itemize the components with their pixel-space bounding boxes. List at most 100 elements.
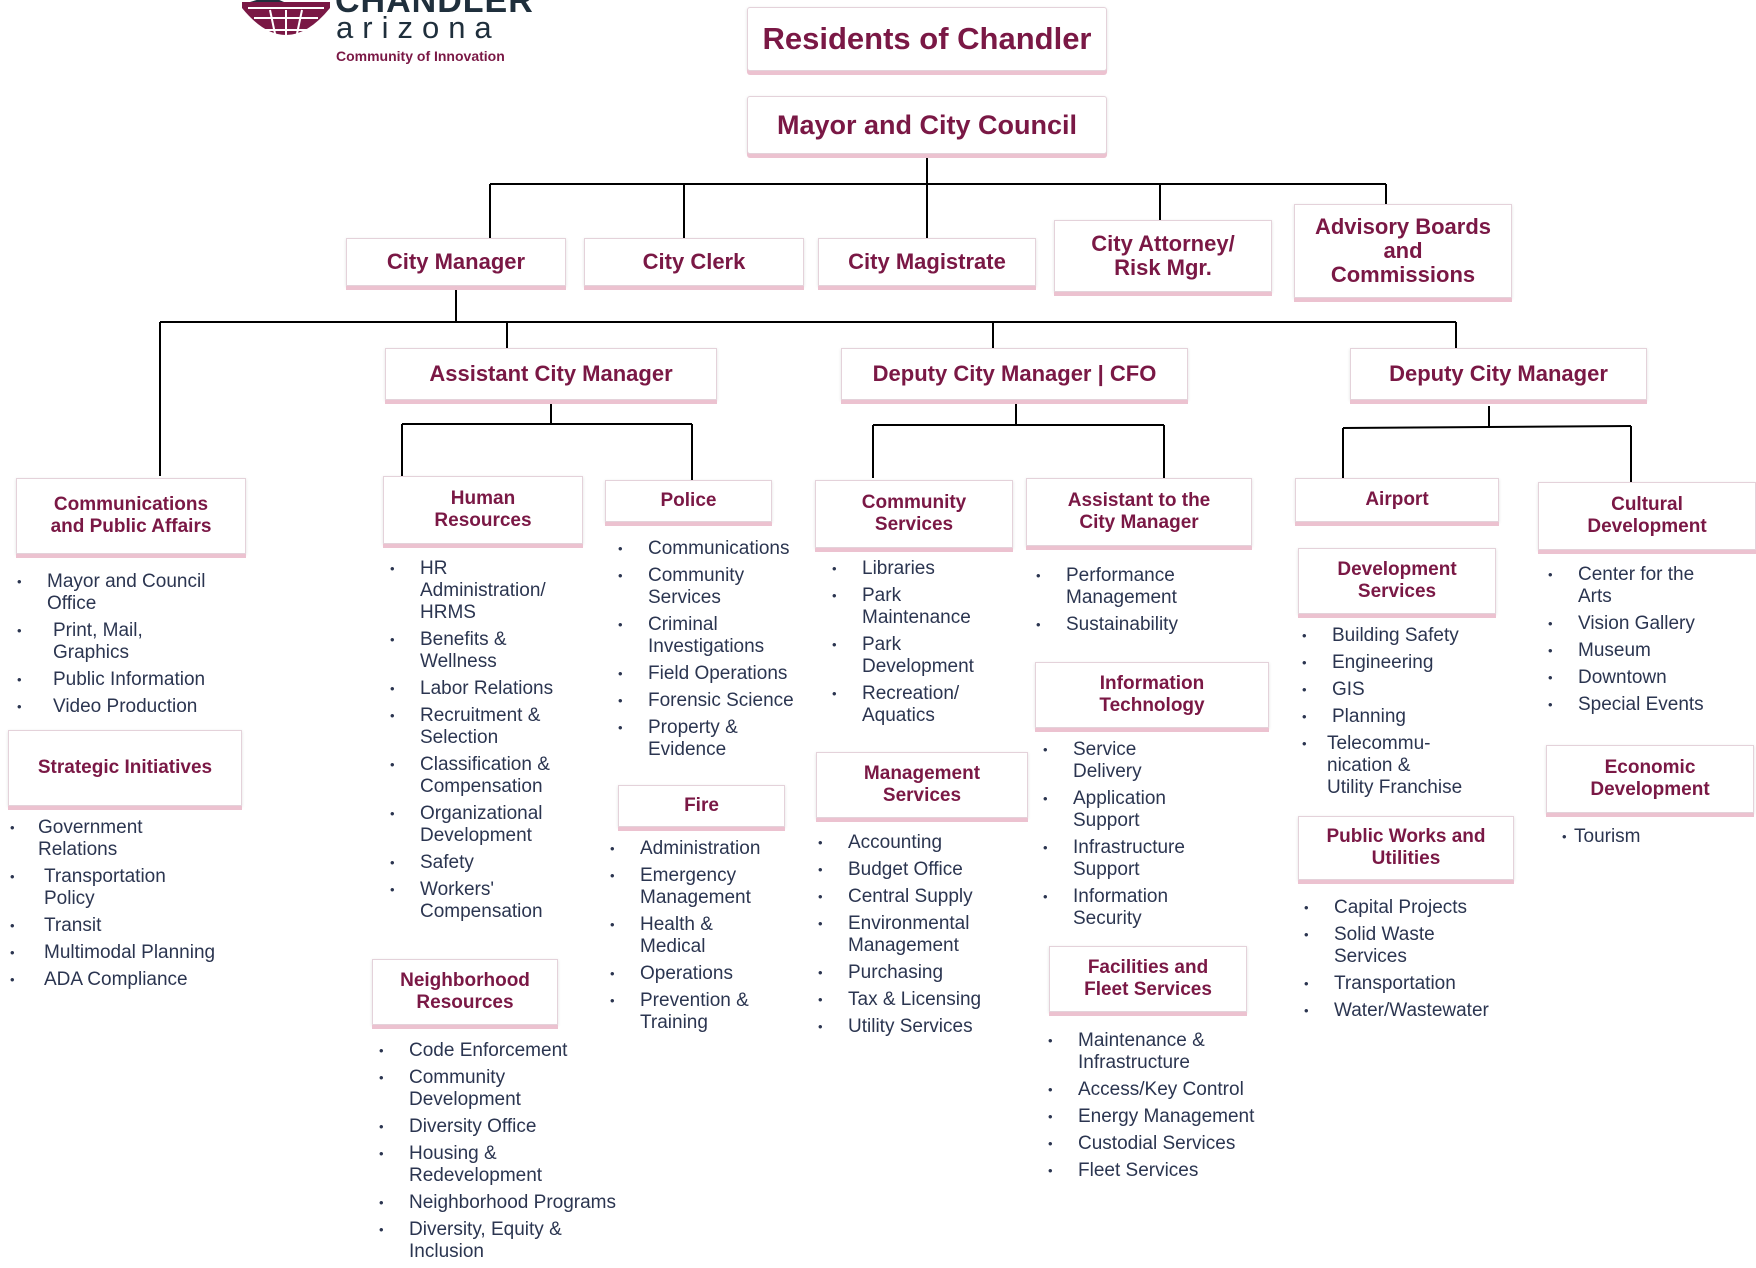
box-advisory-boards: Advisory Boards and Commissions — [1294, 204, 1512, 298]
box-communications-label: Communications and Public Affairs — [50, 493, 212, 537]
box-advisory-boards-label: Advisory Boards and Commissions — [1314, 213, 1492, 288]
list-strategic-initiatives: Government Relations Transportation Poli… — [6, 817, 236, 996]
list-item: Park Development — [828, 634, 1008, 678]
list-item: Forensic Science — [614, 690, 804, 712]
box-assistant-to-city-manager-label: Assistant to the City Manager — [1067, 489, 1211, 533]
list-item: Capital Projects — [1300, 897, 1530, 919]
list-item: Tax & Licensing — [814, 989, 1014, 1011]
list-item: Planning — [1298, 706, 1518, 728]
box-information-technology-label: Information Technology — [1099, 672, 1205, 716]
list-item: Transportation — [1300, 973, 1530, 995]
box-city-magistrate: City Magistrate — [818, 238, 1036, 286]
list-item: Workers' Compensation — [386, 879, 586, 923]
list-item: Property & Evidence — [614, 717, 804, 761]
box-city-clerk-label: City Clerk — [642, 248, 746, 274]
list-item: Telecommu- nication & Utility Franchise — [1298, 733, 1518, 799]
list-item: Mayor and Council Office — [13, 571, 243, 615]
box-airport-label: Airport — [1365, 488, 1429, 510]
list-item: Utility Services — [814, 1016, 1014, 1038]
list-item: Custodial Services — [1044, 1133, 1274, 1155]
box-assistant-city-manager: Assistant City Manager — [385, 348, 717, 400]
list-item: Communications — [614, 538, 804, 560]
list-information-technology: Service Delivery Application Support Inf… — [1039, 739, 1239, 935]
box-economic-development: Economic Development — [1546, 745, 1754, 813]
box-strategic-initiatives: Strategic Initiatives — [8, 730, 242, 806]
list-item: Special Events — [1544, 694, 1744, 716]
list-item: Neighborhood Programs — [375, 1192, 635, 1214]
list-item: Emergency Management — [606, 865, 796, 909]
list-item: Benefits & Wellness — [386, 629, 586, 673]
box-airport: Airport — [1295, 478, 1499, 522]
box-city-attorney: City Attorney/ Risk Mgr. — [1054, 220, 1272, 292]
box-facilities-fleet-label: Facilities and Fleet Services — [1084, 956, 1212, 1000]
list-item: Safety — [386, 852, 586, 874]
box-fire: Fire — [618, 785, 785, 827]
list-item: Water/Wastewater — [1300, 1000, 1530, 1022]
chandler-logo: CHANDLER arizona Community of Innovation — [240, 0, 540, 70]
list-police: Communications Community Services Crimin… — [614, 538, 804, 766]
box-assistant-city-manager-label: Assistant City Manager — [429, 360, 673, 386]
logo-state: arizona — [336, 10, 501, 45]
list-item: Park Maintenance — [828, 585, 1008, 629]
list-item: Downtown — [1544, 667, 1744, 689]
list-item: Diversity Office — [375, 1116, 635, 1138]
chandler-logo-mark-icon — [242, 0, 330, 52]
box-community-services: Community Services — [815, 480, 1013, 548]
box-neighborhood-resources-label: Neighborhood Resources — [400, 969, 530, 1013]
list-item: Operations — [606, 963, 796, 985]
list-item: Engineering — [1298, 652, 1518, 674]
box-city-attorney-label: City Attorney/ Risk Mgr. — [1091, 230, 1235, 280]
list-item: Community Services — [614, 565, 804, 609]
box-human-resources-label: Human Resources — [434, 487, 532, 531]
list-human-resources: HR Administration/ HRMS Benefits & Welln… — [386, 558, 586, 928]
box-deputy-city-manager-cfo: Deputy City Manager | CFO — [841, 348, 1188, 400]
list-item: Central Supply — [814, 886, 1014, 908]
list-item: Prevention & Training — [606, 990, 796, 1034]
box-city-manager-label: City Manager — [386, 248, 526, 274]
box-economic-development-label: Economic Development — [1590, 756, 1710, 800]
list-item: Community Development — [375, 1067, 635, 1111]
list-item: Recreation/ Aquatics — [828, 683, 1008, 727]
list-item: Energy Management — [1044, 1106, 1274, 1128]
list-item: Access/Key Control — [1044, 1079, 1274, 1101]
list-item: Public Information — [13, 669, 243, 691]
box-neighborhood-resources: Neighborhood Resources — [372, 959, 558, 1025]
list-cultural-development: Center for the Arts Vision Gallery Museu… — [1544, 564, 1744, 721]
list-item: Center for the Arts — [1544, 564, 1744, 608]
list-item: Museum — [1544, 640, 1744, 662]
box-public-works-label: Public Works and Utilities — [1326, 825, 1486, 869]
box-management-services: Management Services — [816, 752, 1028, 818]
list-item: Tourism — [1562, 826, 1742, 848]
list-item: Labor Relations — [386, 678, 586, 700]
list-item: Infrastructure Support — [1039, 837, 1239, 881]
list-item: Solid Waste Services — [1300, 924, 1530, 968]
list-item: Purchasing — [814, 962, 1014, 984]
box-city-manager: City Manager — [346, 238, 566, 286]
logo-tagline: Community of Innovation — [336, 48, 505, 64]
list-community-services: Libraries Park Maintenance Park Developm… — [828, 558, 1008, 732]
list-item: Environmental Management — [814, 913, 1014, 957]
list-item: Transportation Policy — [6, 866, 236, 910]
list-item: Budget Office — [814, 859, 1014, 881]
list-item: Information Security — [1039, 886, 1239, 930]
box-information-technology: Information Technology — [1035, 662, 1269, 728]
box-cultural-development-label: Cultural Development — [1587, 493, 1707, 537]
box-development-services-label: Development Services — [1337, 558, 1457, 602]
list-item: Libraries — [828, 558, 1008, 580]
box-mayor-council: Mayor and City Council — [747, 96, 1107, 154]
list-item: Multimodal Planning — [6, 942, 236, 964]
box-deputy-city-manager-label: Deputy City Manager — [1389, 360, 1608, 386]
box-city-magistrate-label: City Magistrate — [848, 248, 1006, 274]
list-facilities-fleet: Maintenance & Infrastructure Access/Key … — [1044, 1030, 1274, 1187]
logo-wordmark: CHANDLER — [335, 0, 534, 20]
list-item: Building Safety — [1298, 625, 1518, 647]
list-item: Application Support — [1039, 788, 1239, 832]
list-item: Field Operations — [614, 663, 804, 685]
list-communications: Mayor and Council Office Print, Mail, Gr… — [13, 571, 243, 723]
list-item: Government Relations — [6, 817, 236, 861]
box-human-resources: Human Resources — [383, 476, 583, 544]
box-fire-label: Fire — [684, 794, 719, 816]
list-fire: Administration Emergency Management Heal… — [606, 838, 796, 1039]
list-item: Service Delivery — [1039, 739, 1239, 783]
